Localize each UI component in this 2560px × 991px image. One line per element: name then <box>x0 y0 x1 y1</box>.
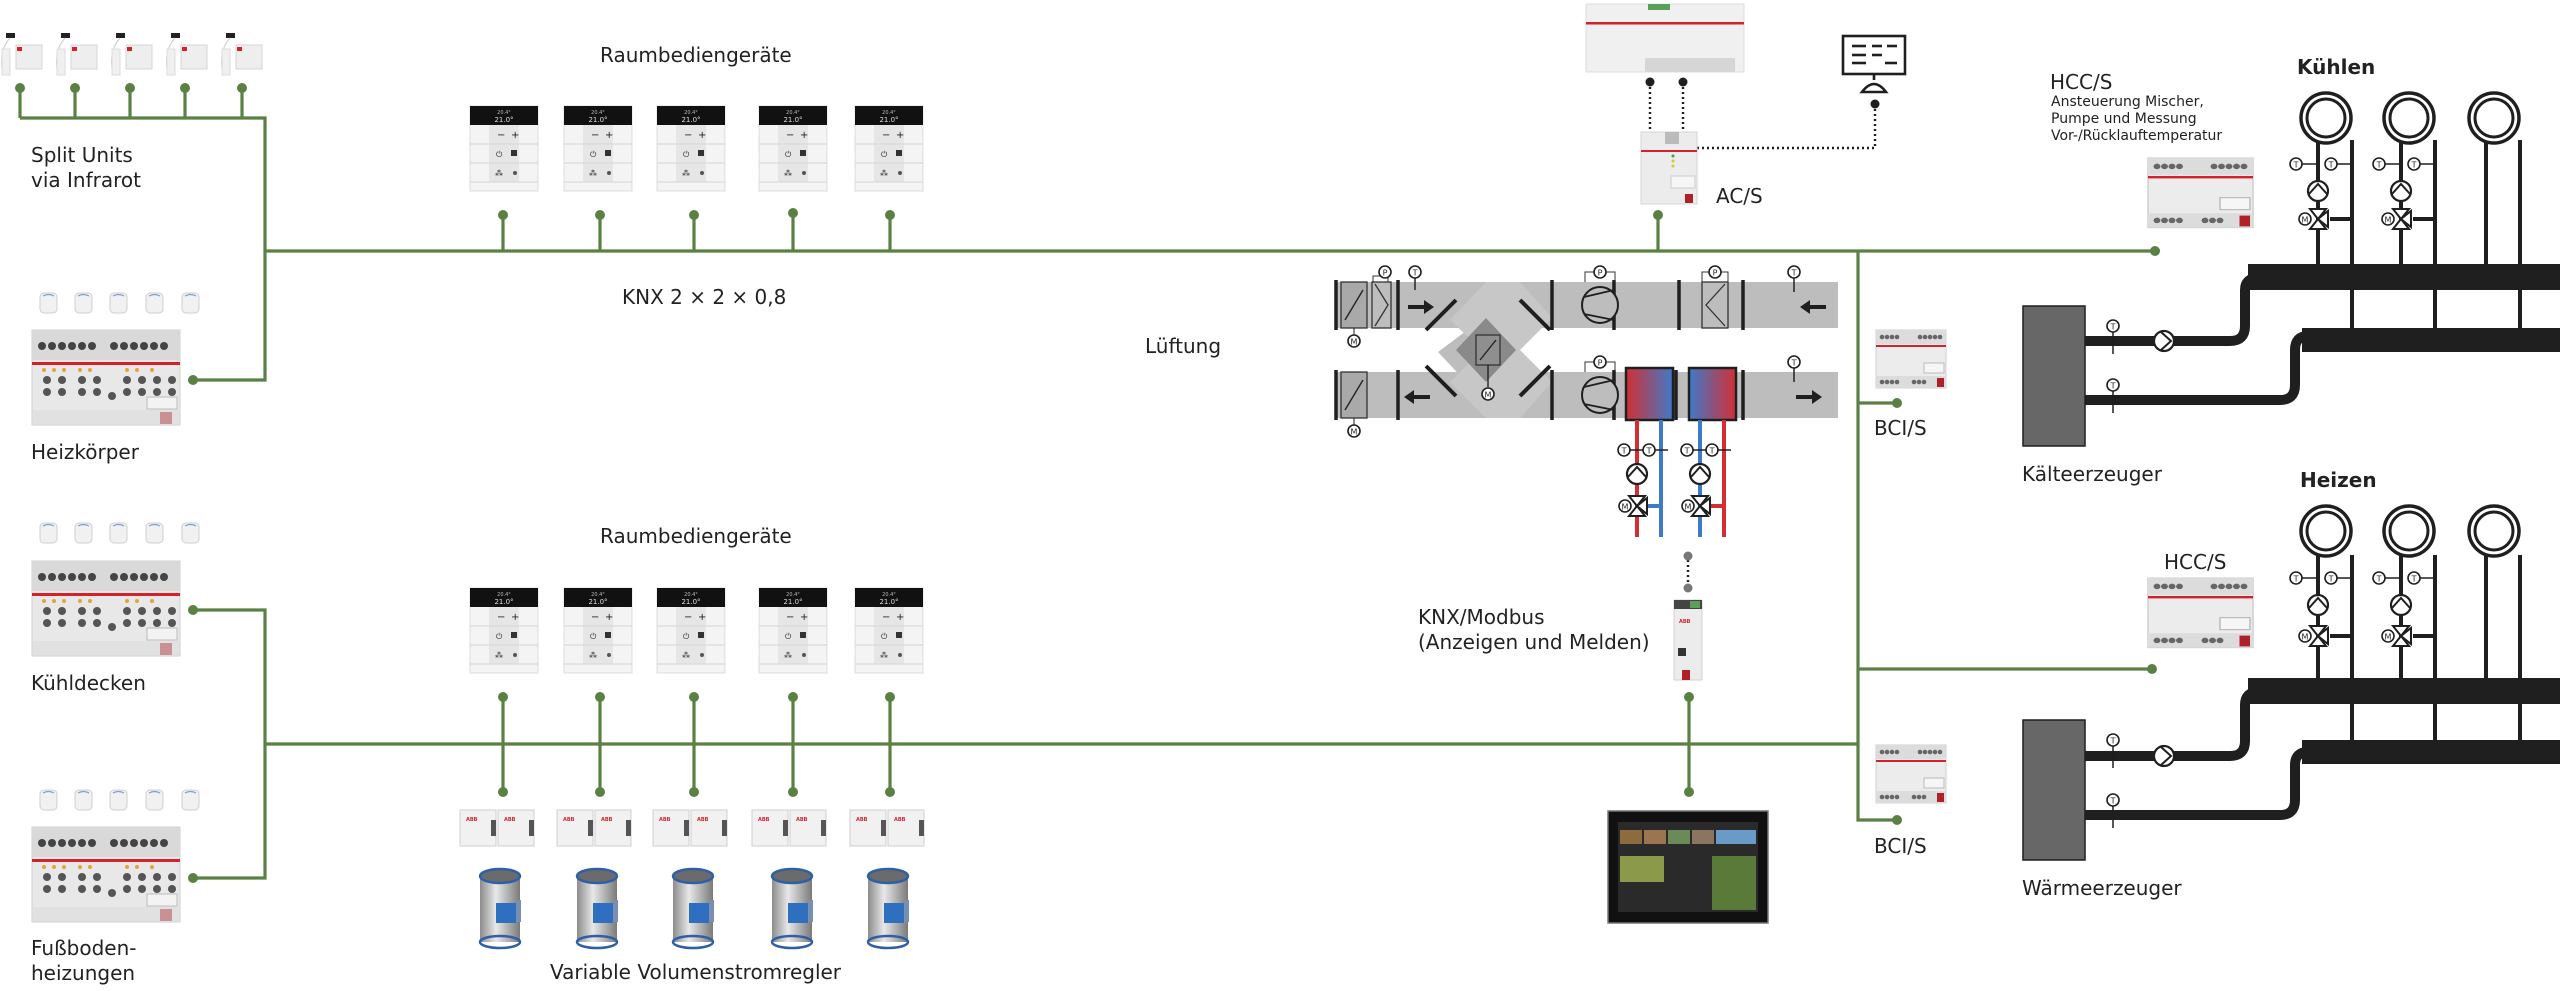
link-dots <box>1645 77 1880 109</box>
modbus-label-line2: (Anzeigen und Melden) <box>1418 630 1650 654</box>
cooling-hydraulics <box>2022 91 2560 447</box>
hcc-bottom-title: HCC/S <box>2164 550 2227 574</box>
bci-top-label: BCI/S <box>1874 416 1927 440</box>
hcc-top-title: HCC/S <box>2050 70 2113 94</box>
heizkoerper-group <box>31 292 200 426</box>
hcc-desc-line2: Pumpe und Messung <box>2051 111 2197 127</box>
heating-generator-label: Wärmeerzeuger <box>2022 876 2182 900</box>
knx-modbus-device: ABB <box>1673 599 1703 681</box>
split-units-label-line1: Split Units <box>31 143 133 167</box>
bci-device-bottom <box>1875 744 1947 804</box>
split-unit-ir-devices <box>1 32 263 76</box>
vav-label: Variable Volumenstromregler <box>550 960 842 984</box>
bms-controller <box>1585 3 1745 73</box>
hcc-desc-line1: Ansteuerung Mischer, <box>2051 94 2204 110</box>
monitor-icon <box>1841 34 1907 94</box>
heizkoerper-label: Heizkörper <box>31 440 139 464</box>
bci-device-top <box>1875 329 1947 389</box>
knx-bus-label: KNX 2 × 2 × 0,8 <box>622 285 787 309</box>
kuehldecken-group <box>31 522 200 657</box>
split-units-label: Split Units via Infrarot <box>31 143 141 193</box>
modbus-label-line1: KNX/Modbus <box>1418 605 1545 629</box>
acs-device <box>1640 131 1698 205</box>
svg-text:ABB: ABB <box>1679 619 1691 625</box>
fussboden-label: Fußboden- heizungen <box>31 936 137 986</box>
room-controls-top <box>469 105 924 192</box>
bus-connection-dots <box>15 83 2160 883</box>
cooling-title: Kühlen <box>2297 55 2376 79</box>
heating-hydraulics <box>2022 504 2560 861</box>
heating-title: Heizen <box>2300 468 2377 492</box>
modbus-link-dots <box>1683 551 1693 593</box>
kuehldecken-label: Kühldecken <box>31 671 146 695</box>
fussboden-label-line2: heizungen <box>31 961 136 985</box>
fussboden-label-line1: Fußboden- <box>31 936 137 960</box>
hcc-device-bottom <box>2147 577 2254 649</box>
vav-controllers <box>459 809 925 950</box>
touch-panel <box>1607 810 1769 924</box>
hcc-device-top <box>2147 157 2254 229</box>
room-controls-top-label: Raumbediengeräte <box>600 43 792 67</box>
split-units-label-line2: via Infrarot <box>31 168 141 192</box>
room-controls-bottom-label: Raumbediengeräte <box>600 524 792 548</box>
cooling-generator-label: Kälteerzeuger <box>2022 462 2162 486</box>
bci-bottom-label: BCI/S <box>1874 834 1927 858</box>
fussboden-group <box>31 789 200 923</box>
ventilation-unit <box>1334 265 1838 537</box>
room-controls-bottom <box>469 587 924 674</box>
modbus-label: KNX/Modbus (Anzeigen und Melden) <box>1418 605 1650 655</box>
ventilation-label: Lüftung <box>1145 334 1222 358</box>
hcc-desc-line3: Vor-/Rücklauftemperatur <box>2051 128 2223 144</box>
hcc-top-description: Ansteuerung Mischer, Pumpe und Messung V… <box>2051 94 2222 145</box>
acs-label: AC/S <box>1716 184 1763 208</box>
knx-bus <box>18 88 2155 880</box>
